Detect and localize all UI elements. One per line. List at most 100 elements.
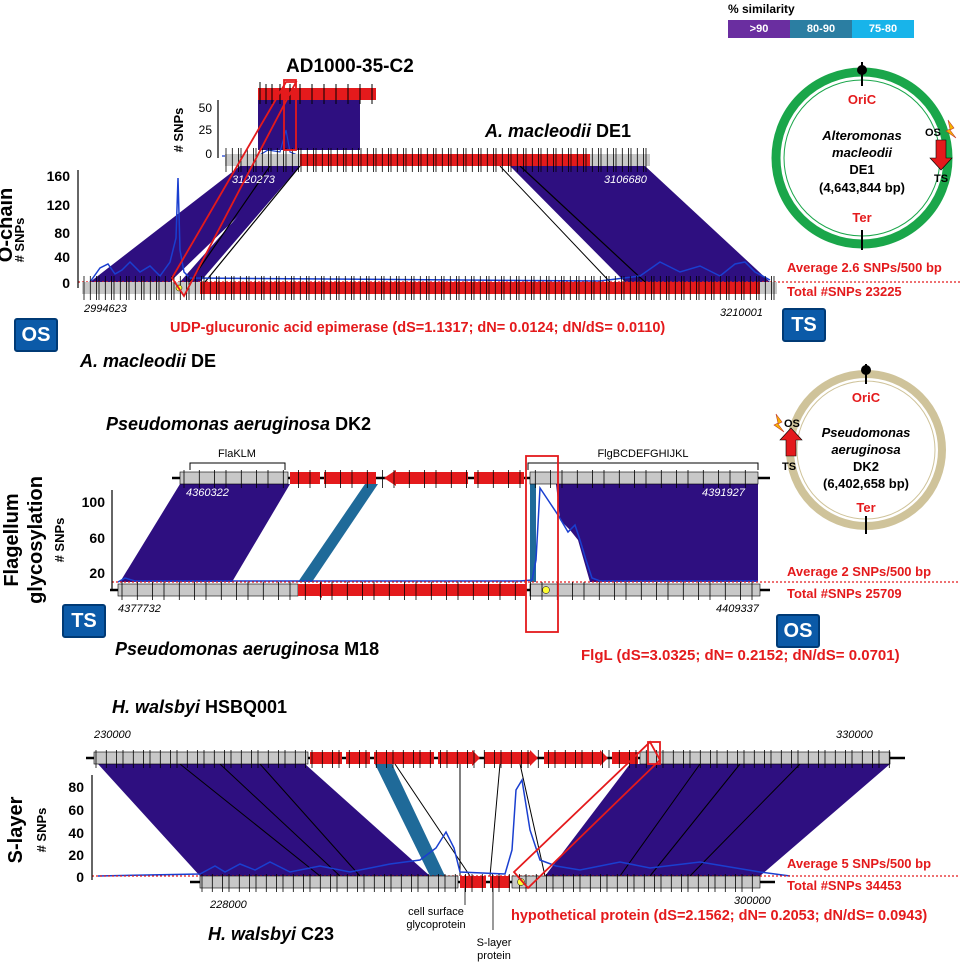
legend-title: % similarity	[728, 2, 795, 16]
snp-density-line	[117, 485, 758, 583]
gene-annotation: FlgL (dS=3.0325; dN= 0.2152; dN/dS= 0.07…	[581, 647, 900, 664]
callout-s-layer: protein	[477, 950, 511, 962]
chromosome-size: (6,402,658 bp)	[823, 476, 909, 491]
ytick: 120	[47, 197, 71, 213]
panel-label-glycosylation: glycosylation	[25, 476, 47, 604]
highlight-outline	[525, 455, 559, 633]
os-box-panel1: OS	[14, 318, 58, 352]
similarity-ribbon	[556, 484, 758, 582]
legend-swatch-mid: 80-90	[790, 20, 852, 38]
panel-label-s-layer: S-layer	[5, 796, 27, 863]
ytick: 60	[68, 802, 84, 818]
panel-flagellum: Pseudomonas aeruginosa DK2 Pseudomonas a…	[1, 364, 960, 664]
y-axis-label: # SNPs	[34, 808, 49, 853]
similarity-ribbon	[545, 764, 890, 876]
genome-label-c23: H. walsbyi C23	[208, 924, 334, 944]
os-box-panel2: OS	[776, 614, 820, 648]
similarity-ribbon	[298, 484, 378, 582]
ytick: 160	[47, 168, 71, 184]
panel-label-o-chain: O-chain	[0, 188, 17, 262]
chromosome-name: macleodii	[832, 145, 892, 160]
similarity-ribbon	[510, 166, 770, 282]
ts-marker: TS	[934, 173, 948, 185]
y-axis-label: # SNPs	[12, 218, 27, 263]
coord-label: 3210001	[720, 307, 763, 319]
callout-cell-surface: glycoprotein	[406, 919, 465, 931]
callout-s-layer: S-layer	[477, 937, 512, 949]
average-snps: Average 5 SNPs/500 bp	[787, 856, 931, 871]
ytick: 40	[68, 825, 84, 841]
ytick: 60	[89, 530, 105, 546]
genome-label-hsbq001: H. walsbyi HSBQ001	[112, 697, 287, 717]
inset-ytick: 25	[199, 123, 213, 137]
similarity-ribbon	[90, 166, 290, 282]
coord-label: 228000	[209, 899, 248, 911]
ytick: 80	[68, 779, 84, 795]
legend-swatch-high: >90	[728, 20, 790, 38]
ytick: 20	[68, 847, 84, 863]
lightning-icon	[773, 413, 785, 433]
gene-arrow	[384, 470, 468, 486]
chromosome-size: (4,643,844 bp)	[819, 180, 905, 195]
coord-label: 330000	[836, 729, 874, 741]
os-marker: OS	[784, 418, 800, 430]
gene-annotation: UDP-glucuronic acid epimerase (dS=1.1317…	[170, 320, 665, 336]
coord-label: 4391927	[702, 487, 746, 499]
oric-label: OriC	[852, 390, 881, 405]
chromosome-diagram-pseudomonas: OriC Ter Pseudomonas aeruginosa DK2 (6,4…	[773, 364, 946, 534]
panel-s-layer: H. walsbyi HSBQ001 H. walsbyi C23 230000…	[5, 697, 960, 962]
os-ts-arrow	[929, 139, 953, 171]
y-axis-label: # SNPs	[52, 518, 67, 563]
ytick: 80	[54, 225, 70, 241]
genome-label-dk2: Pseudomonas aeruginosa DK2	[106, 414, 371, 434]
operon-label: FlaKLM	[218, 448, 256, 460]
inset-ytick: 0	[205, 147, 212, 161]
chromosome-diagram-alteromonas: OriC Ter Alteromonas macleodii DE1 (4,64…	[771, 62, 957, 250]
ytick: 0	[62, 275, 70, 291]
gene-annotation: hypothetical protein (dS=2.1562; dN= 0.2…	[511, 908, 927, 924]
coord-label: 300000	[734, 895, 772, 907]
ts-marker: TS	[782, 461, 796, 473]
chromosome-strain: DE1	[849, 162, 874, 177]
ts-box-panel2: TS	[62, 604, 106, 638]
coord-label: 3106680	[604, 174, 648, 186]
genome-label-ad1000: AD1000-35-C2	[286, 56, 414, 77]
similarity-ribbon	[375, 764, 445, 876]
panel-label-flagellum: Flagellum	[1, 493, 23, 586]
chromosome-name: Alteromonas	[821, 128, 901, 143]
inset-y-axis-label: # SNPs	[171, 108, 186, 153]
genome-label-de: A. macleodii DE	[79, 351, 216, 371]
average-snps: Average 2 SNPs/500 bp	[787, 564, 931, 579]
legend-swatch-low: 75-80	[852, 20, 914, 38]
coord-label: 2994623	[83, 303, 128, 315]
genome-label-de1: A. macleodii DE1	[484, 121, 631, 141]
ytick: 100	[82, 494, 106, 510]
similarity-ribbon	[98, 764, 430, 876]
snp-density-line	[97, 777, 791, 877]
coord-label: 3120273	[232, 174, 276, 186]
ter-label: Ter	[856, 500, 875, 515]
chromosome-name: aeruginosa	[831, 442, 900, 457]
ter-label: Ter	[852, 210, 871, 225]
lightning-icon	[945, 119, 957, 139]
total-snps: Total #SNPs 25709	[787, 586, 902, 601]
genome-label-m18: Pseudomonas aeruginosa M18	[115, 639, 379, 659]
coord-label: 4377732	[118, 603, 161, 615]
os-marker: OS	[925, 127, 941, 139]
panel-o-chain: 160 120 80 40 0 # SNPs O-chain 50 25 0 #…	[0, 56, 960, 371]
chromosome-name: Pseudomonas	[822, 425, 911, 440]
coord-label: 230000	[93, 729, 132, 741]
total-snps: Total #SNPs 34453	[787, 878, 902, 893]
similarity-ribbon	[120, 484, 290, 582]
oric-label: OriC	[848, 92, 877, 107]
coord-label: 4360322	[186, 487, 229, 499]
coord-label: 4409337	[716, 603, 760, 615]
total-snps: Total #SNPs 23225	[787, 284, 902, 299]
callout-cell-surface: cell surface	[408, 906, 464, 918]
ytick: 0	[76, 869, 84, 885]
ts-os-arrow	[779, 427, 803, 457]
average-snps: Average 2.6 SNPs/500 bp	[787, 260, 942, 275]
ytick: 20	[89, 565, 105, 581]
operon-label: FlgBCDEFGHIJKL	[597, 448, 688, 460]
ytick: 40	[54, 249, 70, 265]
